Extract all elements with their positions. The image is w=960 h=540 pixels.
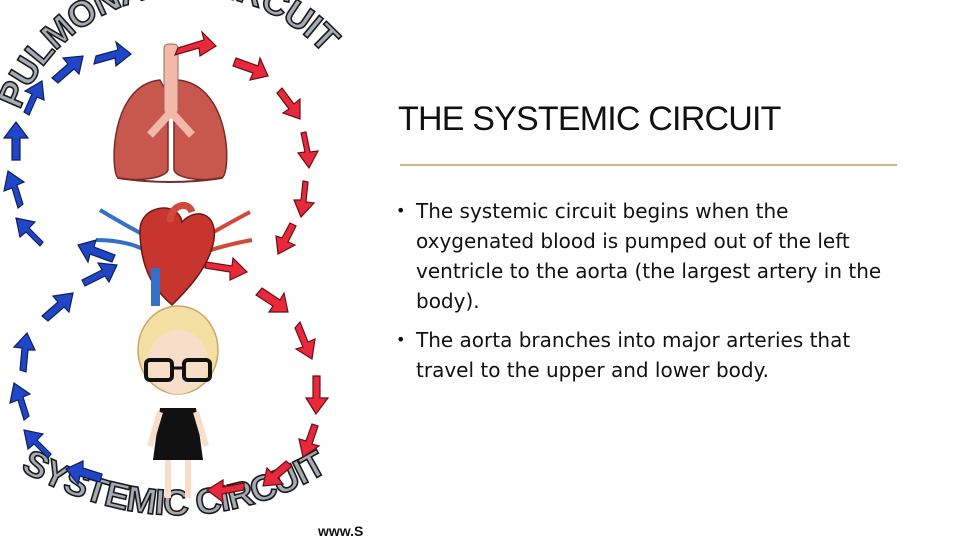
watermark-text: www.S <box>317 523 363 539</box>
bullet-dot: • <box>396 201 406 220</box>
circulation-illustration: PULMONARY CIRCUIT SYSTEMIC CIRCUIT <box>0 0 363 539</box>
deoxygenated-flow-arrows <box>2 40 132 486</box>
bullet-text: The aorta branches into major arteries t… <box>416 328 851 382</box>
title-divider <box>400 164 897 166</box>
bullet-list: • The systemic circuit begins when the o… <box>392 196 912 394</box>
oxygenated-flow-arrows <box>173 30 330 504</box>
bullet-dot: • <box>396 330 406 349</box>
slide-title: THE SYSTEMIC CIRCUIT <box>398 100 781 138</box>
person-icon <box>137 305 219 498</box>
bullet-item-1: • The systemic circuit begins when the o… <box>392 196 912 316</box>
bullet-item-2: • The aorta branches into major arteries… <box>392 325 912 385</box>
lungs-icon <box>113 43 228 183</box>
heart-icon <box>95 201 253 307</box>
bullet-text: The systemic circuit begins when the oxy… <box>416 199 882 313</box>
